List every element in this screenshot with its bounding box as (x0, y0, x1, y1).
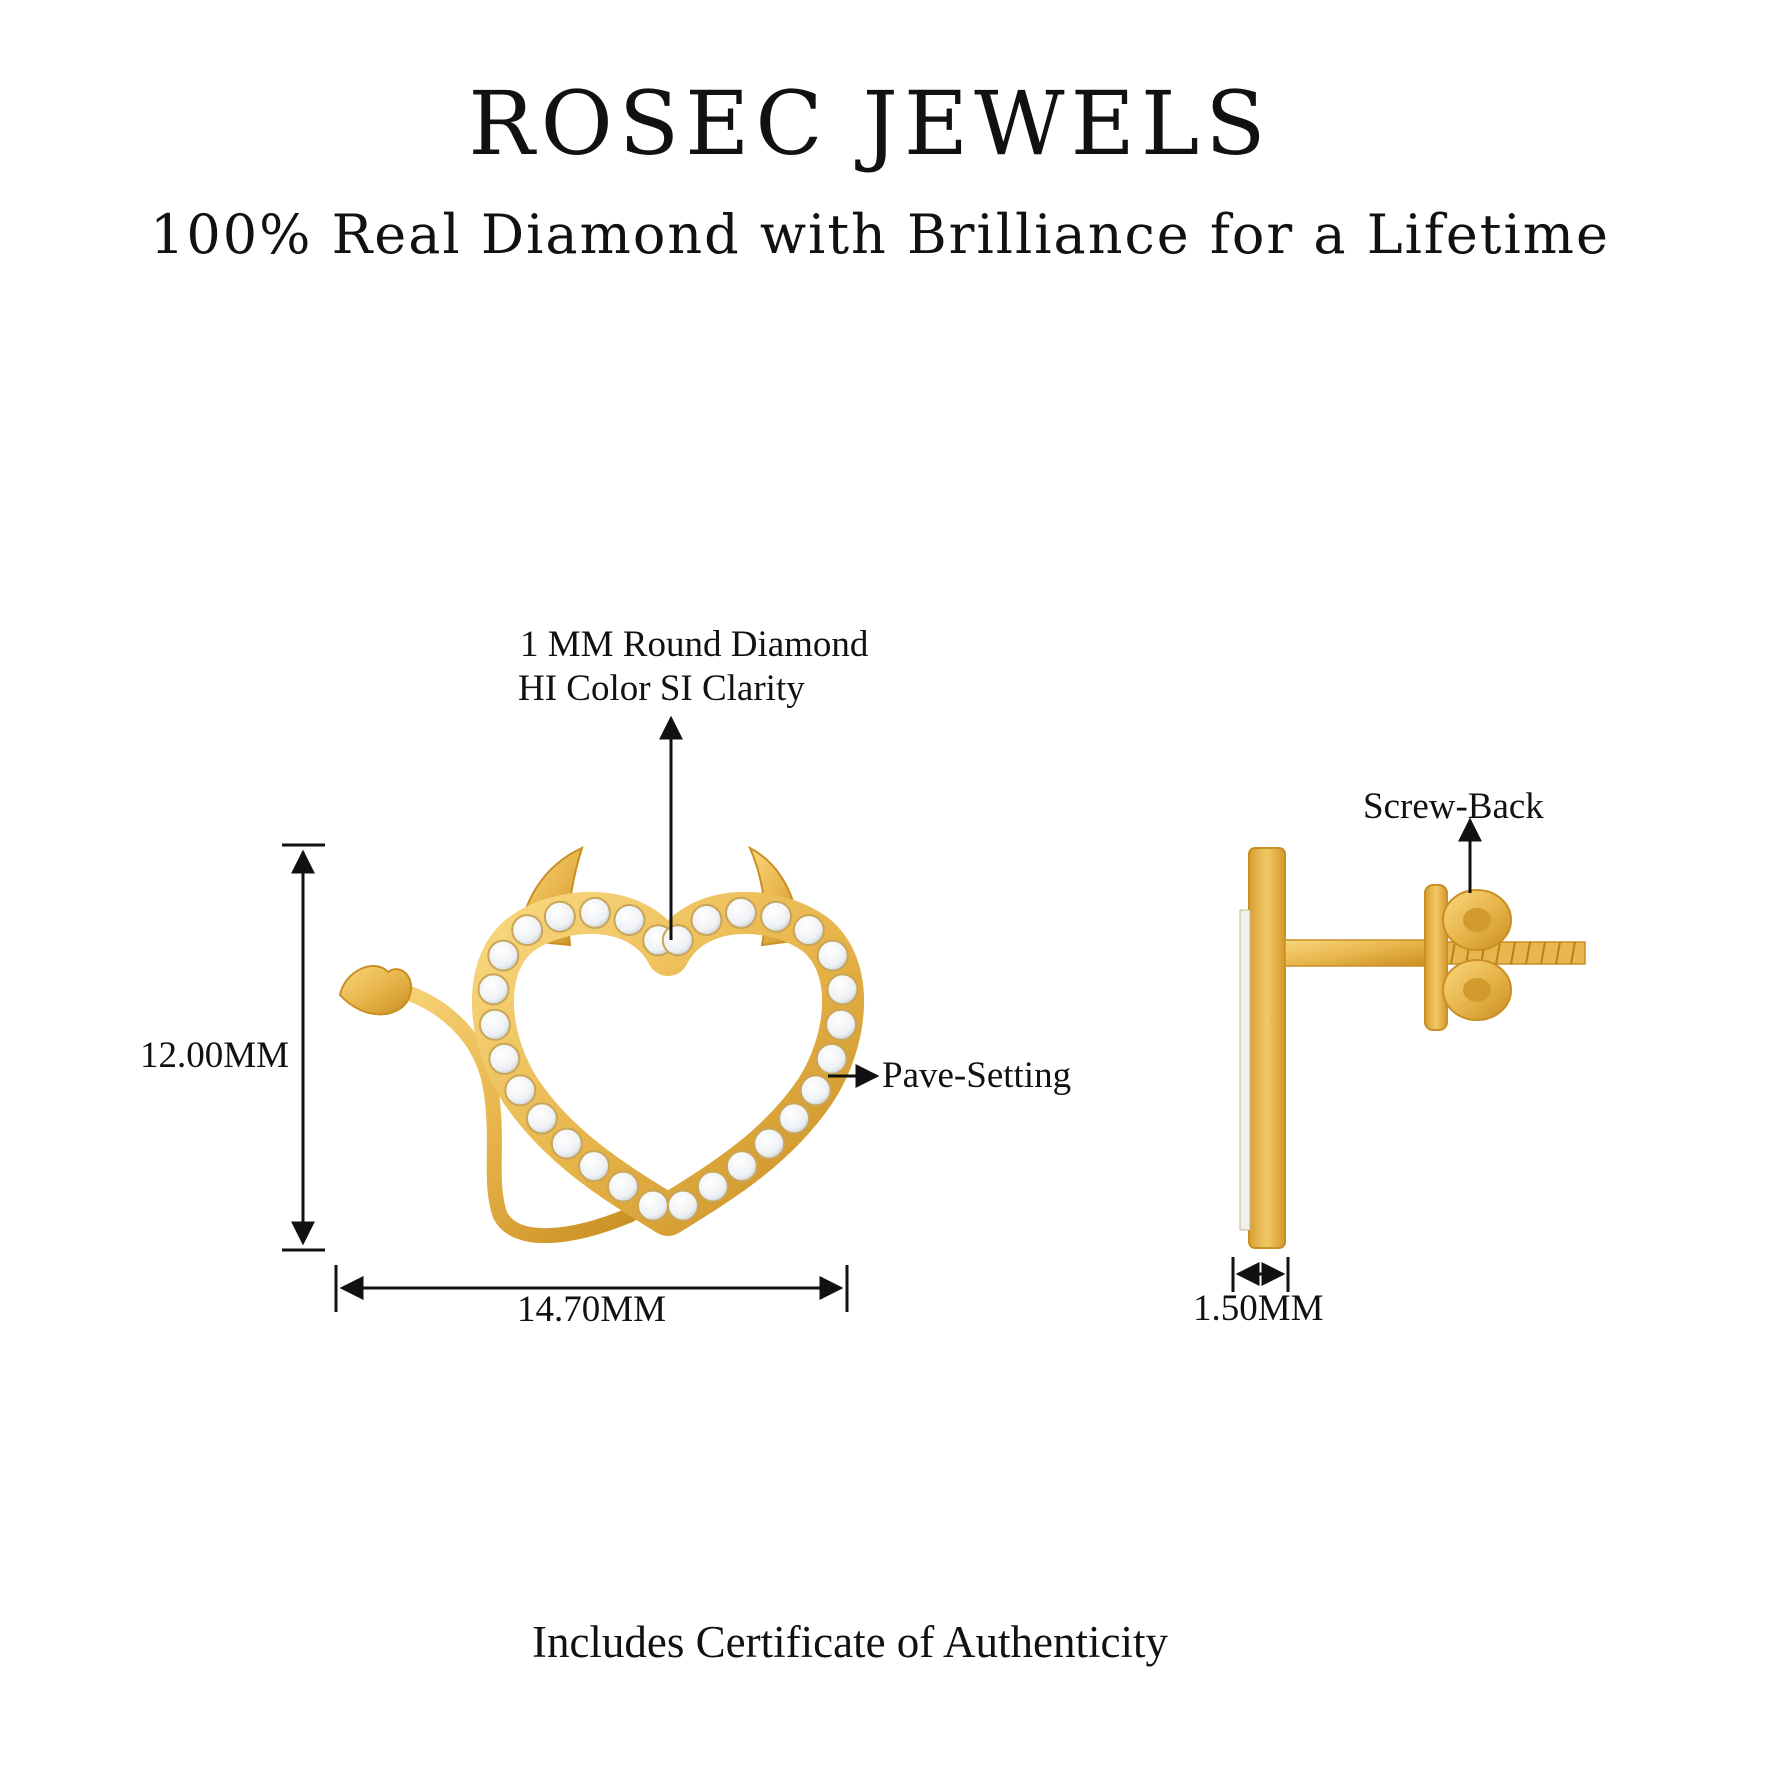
pave-diamond (637, 1189, 669, 1222)
thickness-dimension-label: 1.50MM (1193, 1288, 1324, 1329)
back-disc (1424, 884, 1448, 1031)
thickness-dimension (1231, 1257, 1290, 1292)
pave-diamond (816, 939, 849, 972)
pave-diamond (690, 904, 723, 936)
pave-edge (1239, 909, 1251, 1231)
brand-title: ROSEC JEWELS (468, 72, 1272, 175)
pave-diamond (578, 1150, 611, 1183)
earring-front-view (338, 845, 864, 1244)
pave-diamond (815, 1042, 848, 1075)
pave-diamond (550, 1127, 583, 1160)
pave-diamond (478, 1008, 511, 1041)
height-dimension (282, 843, 325, 1252)
pave-diamond (778, 1102, 811, 1135)
pave-diamond (613, 904, 646, 936)
pave-diamond (725, 896, 757, 929)
heart-frame (472, 891, 864, 1236)
pave-diamond (543, 900, 576, 933)
pave-diamond (487, 939, 520, 972)
pave-diamond (511, 914, 544, 947)
screw-back-label: Screw-Back (1363, 786, 1544, 827)
pave-diamond (525, 1102, 558, 1135)
pave-diamond (825, 1008, 858, 1041)
pave-diamond (760, 900, 793, 933)
diamond-spec-line1: 1 MM Round Diamond (520, 624, 869, 665)
pave-diamond (696, 1170, 729, 1203)
tagline: 100% Real Diamond with Brilliance for a … (150, 203, 1610, 266)
earring-side-plate (1248, 847, 1286, 1249)
height-dimension-label: 12.00MM (140, 1035, 290, 1076)
pave-diamond (579, 896, 611, 929)
certificate-note: Includes Certificate of Authenticity (531, 1617, 1169, 1667)
pave-diamond (792, 914, 825, 947)
screw-thread (1424, 941, 1586, 965)
pave-setting-label: Pave-Setting (882, 1055, 1072, 1096)
pave-diamond (725, 1150, 758, 1183)
pave-diamond (753, 1127, 786, 1160)
pave-diamond (477, 973, 510, 1006)
pave-diamonds (477, 896, 859, 1222)
earring-side-view (1239, 847, 1586, 1249)
pave-diamond (488, 1042, 521, 1075)
diamond-spec-line2: HI Color SI Clarity (518, 668, 805, 709)
pave-diamond (504, 1074, 537, 1107)
width-dimension-label: 14.70MM (517, 1289, 667, 1330)
pave-diamond (826, 973, 859, 1006)
pave-diamond (607, 1170, 640, 1203)
devil-tail (364, 977, 638, 1244)
pave-diamond (661, 924, 694, 957)
pave-diamond (799, 1074, 832, 1107)
width-dimension (334, 1265, 849, 1312)
pave-diamond (667, 1189, 699, 1222)
tail-heart-tip (338, 965, 413, 1016)
post (1284, 939, 1426, 967)
